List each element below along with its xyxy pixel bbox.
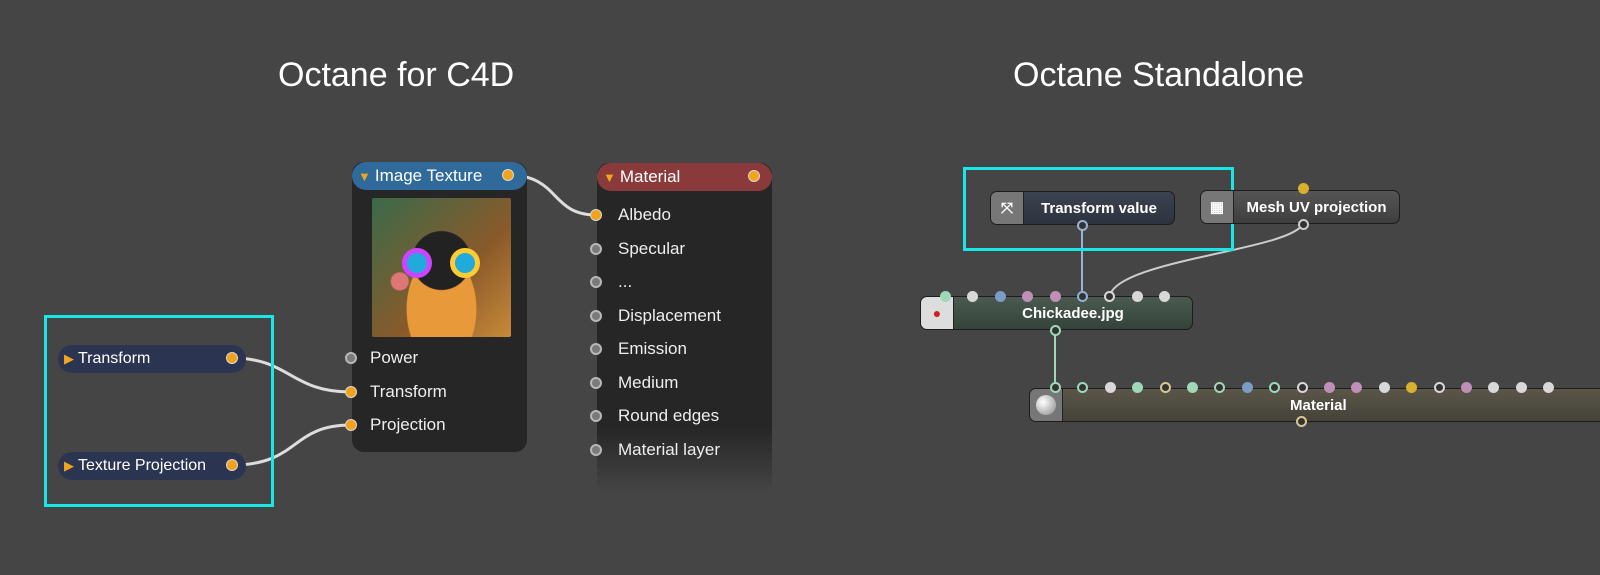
input-pin[interactable] bbox=[590, 376, 602, 389]
input-pin[interactable] bbox=[1131, 291, 1143, 302]
output-pin[interactable] bbox=[1077, 220, 1088, 231]
output-pin[interactable] bbox=[1296, 416, 1307, 427]
material-header[interactable]: ▼Material bbox=[597, 163, 772, 191]
input-pin[interactable] bbox=[1461, 382, 1472, 393]
node-title: Transform value bbox=[1041, 199, 1157, 217]
right-title: Octane Standalone bbox=[1013, 56, 1305, 94]
output-pin[interactable] bbox=[1298, 219, 1309, 230]
collapse-triangle-icon[interactable]: ▼ bbox=[358, 168, 371, 184]
expand-triangle-icon[interactable]: ▶ bbox=[64, 351, 74, 366]
standalone-material-node[interactable]: Material bbox=[1029, 388, 1600, 422]
input-pin[interactable] bbox=[1378, 382, 1390, 393]
input-pin[interactable] bbox=[590, 276, 602, 288]
input-pin[interactable] bbox=[1214, 382, 1226, 393]
collapse-triangle-icon[interactable]: ▼ bbox=[603, 169, 616, 185]
input-pin[interactable] bbox=[1433, 382, 1445, 393]
input-pin[interactable] bbox=[1104, 291, 1116, 302]
expand-triangle-icon[interactable]: ▶ bbox=[64, 458, 74, 473]
image-file-icon: ● bbox=[921, 297, 954, 329]
transform-value-node[interactable]: ⤧ Transform value bbox=[990, 191, 1175, 225]
input-pin[interactable] bbox=[940, 291, 951, 302]
input-pin[interactable] bbox=[1269, 382, 1281, 393]
output-pin[interactable] bbox=[502, 169, 514, 181]
input-pin[interactable] bbox=[1406, 382, 1418, 393]
left-title: Octane for C4D bbox=[278, 56, 515, 94]
image-texture-node[interactable]: ▼Image Texture Power Transform Projectio… bbox=[345, 162, 527, 452]
input-label: Medium bbox=[618, 372, 679, 392]
wire-projection bbox=[231, 423, 352, 467]
wire-transform bbox=[231, 356, 352, 394]
texture-projection-node[interactable]: ▶ Texture Projection bbox=[58, 452, 246, 480]
glasses-lens bbox=[450, 248, 480, 278]
input-pin[interactable] bbox=[590, 242, 602, 255]
input-pin-transform[interactable] bbox=[345, 386, 357, 398]
input-pin-power[interactable] bbox=[345, 352, 357, 364]
output-pin[interactable] bbox=[748, 170, 760, 182]
input-pin[interactable] bbox=[1298, 183, 1309, 194]
node-title: Image Texture bbox=[374, 166, 483, 185]
input-pin[interactable] bbox=[967, 291, 979, 302]
input-pin[interactable] bbox=[1104, 382, 1116, 393]
input-pin[interactable] bbox=[1324, 382, 1335, 393]
input-pin[interactable] bbox=[1049, 291, 1061, 302]
selection-box-c4d bbox=[44, 315, 274, 507]
input-pin[interactable] bbox=[994, 291, 1006, 302]
input-pin[interactable] bbox=[1050, 382, 1061, 393]
input-pin[interactable] bbox=[590, 209, 602, 221]
node-title: Transform bbox=[78, 350, 151, 367]
input-label: Projection bbox=[370, 415, 446, 434]
input-pin[interactable] bbox=[1077, 291, 1088, 302]
input-pin[interactable] bbox=[1022, 291, 1034, 302]
input-pin[interactable] bbox=[1077, 382, 1089, 393]
input-label: ... bbox=[618, 272, 633, 291]
input-pin[interactable] bbox=[590, 343, 602, 355]
node-title: Chickadee.jpg bbox=[1022, 304, 1124, 322]
input-label: Round edges bbox=[618, 406, 720, 425]
wire-mesh-uv bbox=[1109, 223, 1304, 296]
input-pin-projection[interactable] bbox=[345, 419, 357, 431]
input-pin[interactable] bbox=[1351, 382, 1363, 393]
node-title: Mesh UV projection bbox=[1246, 198, 1387, 216]
input-pin[interactable] bbox=[1515, 382, 1527, 393]
input-label: Transform bbox=[370, 382, 447, 401]
input-pin[interactable] bbox=[1543, 382, 1555, 393]
node-title: Material bbox=[1290, 396, 1347, 414]
input-pin[interactable] bbox=[1488, 382, 1500, 393]
output-pin[interactable] bbox=[1050, 325, 1061, 336]
glasses-lens bbox=[402, 248, 432, 278]
input-label: Albedo bbox=[618, 205, 671, 224]
input-label: Power bbox=[370, 348, 419, 367]
input-label: Specular bbox=[618, 238, 686, 258]
transform-node[interactable]: ▶ Transform bbox=[58, 345, 246, 373]
material-sphere-icon bbox=[1030, 389, 1063, 421]
input-pin[interactable] bbox=[1132, 382, 1144, 393]
input-pin[interactable] bbox=[1159, 291, 1171, 302]
input-label: Emission bbox=[618, 339, 687, 358]
input-pin[interactable] bbox=[1159, 382, 1171, 393]
node-title: Texture Projection bbox=[78, 457, 207, 474]
input-pin[interactable] bbox=[590, 309, 602, 322]
node-title: Material bbox=[619, 167, 681, 186]
input-pin[interactable] bbox=[590, 410, 602, 422]
input-pin[interactable] bbox=[1241, 382, 1253, 393]
input-pin[interactable] bbox=[1296, 382, 1308, 393]
image-texture-header[interactable]: ▼Image Texture bbox=[352, 162, 527, 190]
mesh-grid-icon: ▦ bbox=[1201, 191, 1234, 223]
input-pin[interactable] bbox=[1187, 382, 1198, 393]
input-label: Displacement bbox=[618, 305, 721, 325]
transform-icon: ⤧ bbox=[991, 192, 1024, 224]
chickadee-thumbnail bbox=[372, 198, 511, 337]
input-label: Material layer bbox=[618, 439, 721, 459]
output-pin[interactable] bbox=[226, 352, 238, 364]
output-pin[interactable] bbox=[226, 459, 238, 471]
input-pin[interactable] bbox=[590, 443, 602, 456]
